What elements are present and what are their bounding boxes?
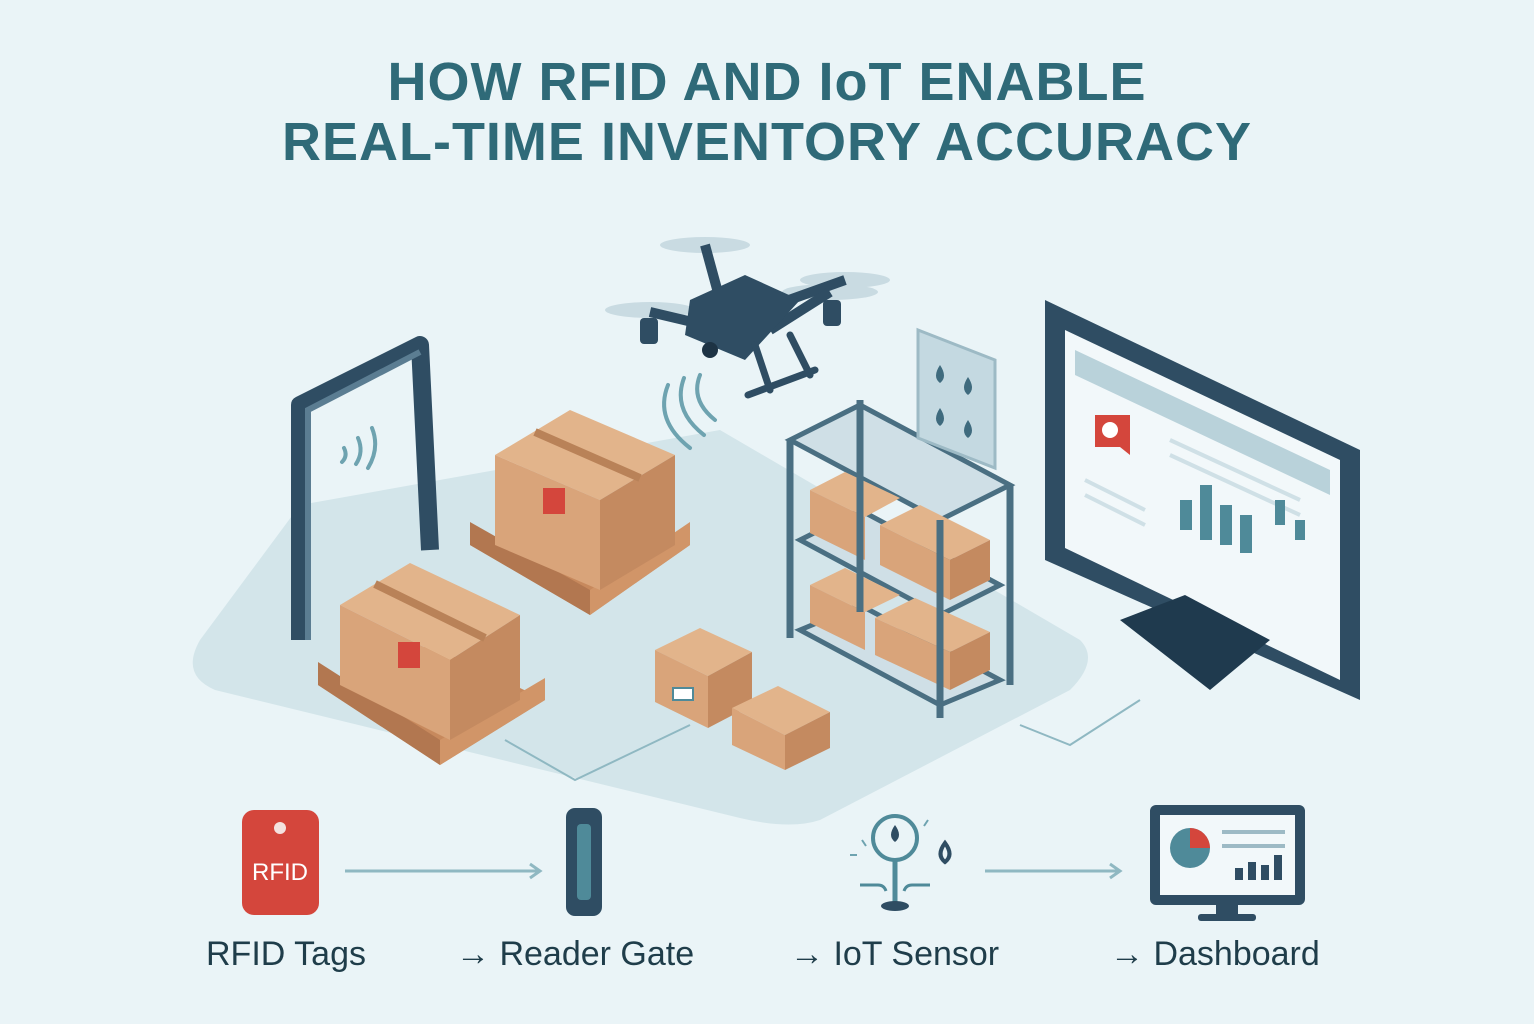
- iot-sensor-panel: [916, 327, 997, 471]
- small-boxes: [655, 628, 830, 770]
- page-title: HOW RFID AND IoT ENABLE REAL-TIME INVENT…: [0, 52, 1534, 173]
- droplet-icon: [936, 365, 944, 383]
- rfid-label-icon: [398, 642, 420, 668]
- flow-step-rfid-tags: RFID Tags: [206, 935, 366, 973]
- reader-gate: [291, 336, 439, 640]
- rfid-tag-text: RFID: [252, 859, 308, 886]
- bar-chart-icon: [1180, 485, 1305, 553]
- rfid-tag-icon: RFID: [242, 810, 319, 915]
- shelving-unit: [784, 400, 1016, 718]
- reader-gate-icon: [566, 808, 602, 916]
- pallet-boxes-back: [470, 410, 690, 615]
- gate-signal-waves-icon: [340, 426, 378, 470]
- flow-step-dashboard: → Dashboard: [1110, 935, 1320, 973]
- droplet-icon: [964, 377, 972, 395]
- pallet-boxes-front: [318, 563, 545, 765]
- drone-icon: [605, 237, 890, 399]
- droplet-icon: [964, 420, 972, 438]
- title-line-2: REAL-TIME INVENTORY ACCURACY: [281, 112, 1253, 173]
- flow-arrows: [345, 862, 1123, 880]
- iot-sensor-icon: [850, 814, 952, 911]
- dashboard-monitor: [1045, 300, 1360, 700]
- title-line-1: HOW RFID AND IoT ENABLE: [387, 52, 1147, 112]
- dashboard-icon: [1150, 805, 1305, 921]
- droplet-icon: [936, 408, 944, 426]
- flow-step-reader-gate: → Reader Gate: [456, 935, 695, 973]
- flow-step-iot-sensor: → IoT Sensor: [790, 935, 1000, 973]
- rfid-label-icon: [543, 488, 565, 514]
- network-lines: [504, 699, 1141, 782]
- drone-signal-waves-icon: [662, 373, 717, 450]
